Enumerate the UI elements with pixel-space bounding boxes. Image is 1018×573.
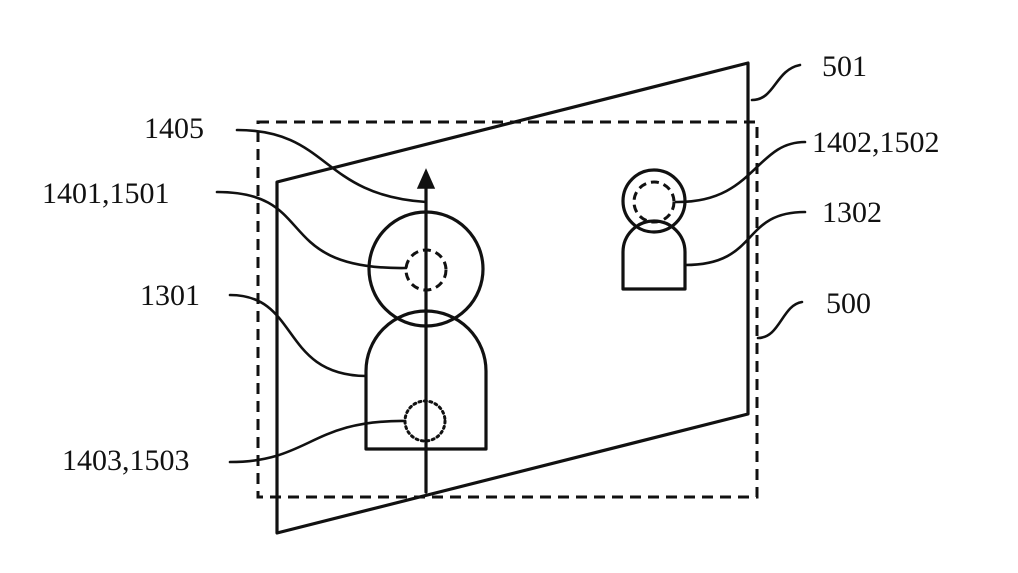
leader-1403-1503: [228, 419, 407, 464]
label-1405: 1405: [144, 112, 204, 145]
leader-1405: [235, 128, 428, 204]
person-1301-body: [364, 309, 488, 451]
leader-1301: [228, 293, 368, 378]
leader-501: [750, 63, 802, 102]
dashed-circle-1402: [632, 180, 676, 224]
dashed-region-500: [256, 120, 759, 499]
label-1403-1503: 1403,1503: [62, 444, 190, 477]
person-1302: [621, 168, 687, 291]
leader-1402-1502: [674, 140, 807, 204]
label-1402-1502: 1402,1502: [812, 126, 940, 159]
label-1302: 1302: [822, 196, 882, 229]
leader-1401-1501: [215, 190, 408, 270]
label-500: 500: [826, 287, 871, 320]
tilted-frame-501: [275, 61, 750, 535]
label-1401-1501: 1401,1501: [42, 177, 170, 210]
leader-1302: [683, 210, 807, 267]
vertical-arrow-1405: [416, 168, 436, 494]
label-501: 501: [822, 50, 867, 83]
label-1301: 1301: [140, 279, 200, 312]
arrow-head-icon: [416, 168, 436, 189]
leader-500: [756, 300, 804, 340]
